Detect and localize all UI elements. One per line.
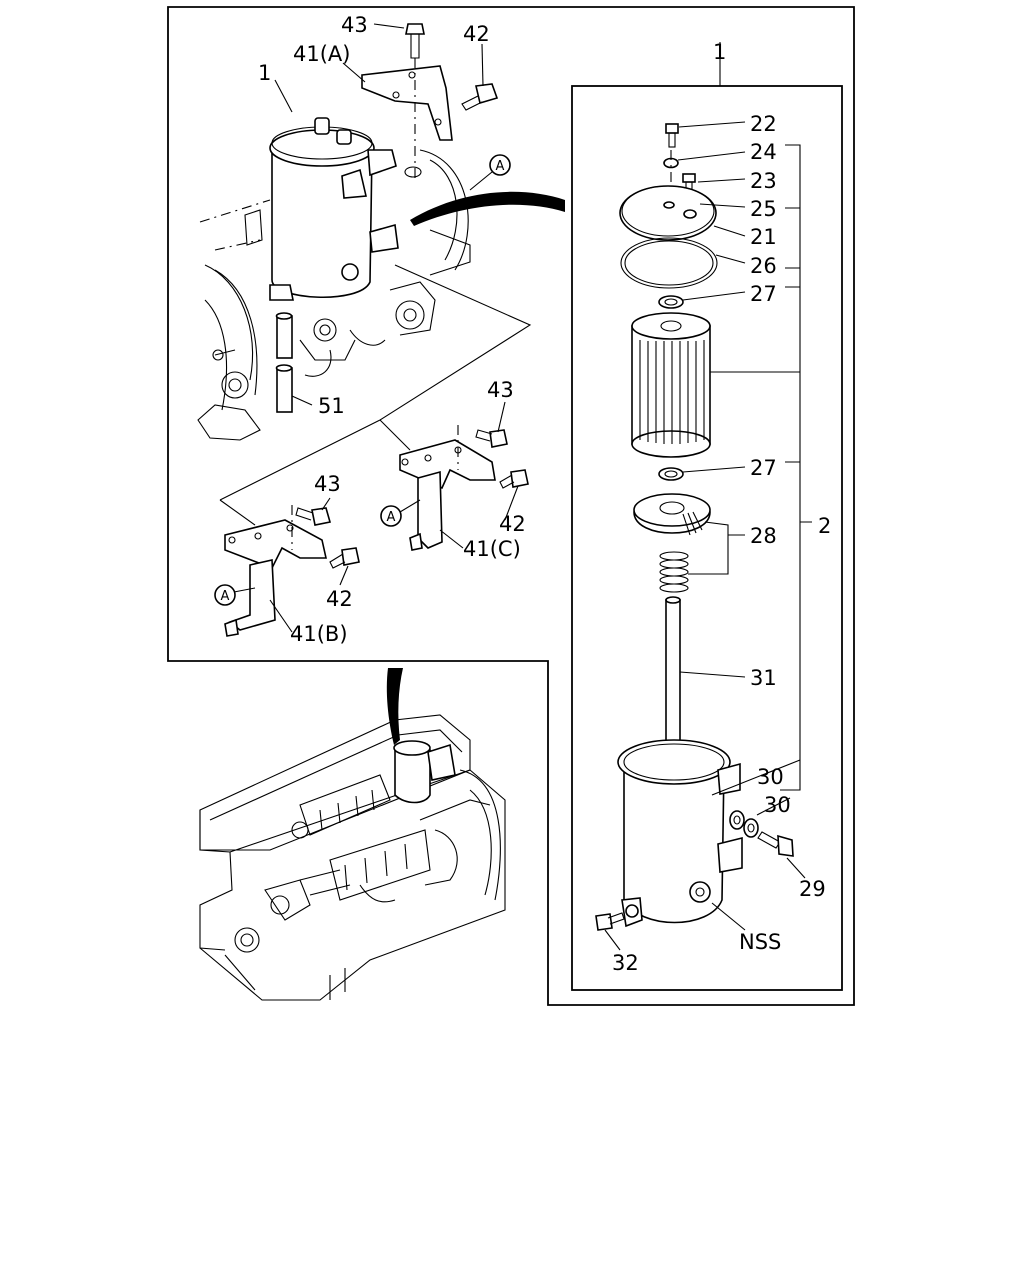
gasket-27-top xyxy=(658,295,684,309)
washer-30-a xyxy=(729,810,745,830)
label-22: 22 xyxy=(750,112,777,136)
gasket-27-bottom xyxy=(658,467,684,481)
bolt-43-top xyxy=(404,23,425,180)
bolt-43-b xyxy=(295,507,332,526)
engine-block-sketch xyxy=(197,149,471,441)
label-21: 21 xyxy=(750,225,777,249)
label-29: 29 xyxy=(799,877,826,901)
explode-line-3 xyxy=(219,499,256,526)
hose-51 xyxy=(275,312,293,413)
explode-line-1 xyxy=(379,264,532,421)
explode-line-2 xyxy=(219,419,381,501)
label-41a: 41(A) xyxy=(293,42,350,66)
bolt-43-c xyxy=(475,429,508,448)
washer-30-b xyxy=(743,818,759,838)
bracket-41c xyxy=(399,425,496,551)
bolt-29 xyxy=(757,831,794,857)
pointer-arrow-top xyxy=(410,191,565,226)
bolt-42-b xyxy=(329,547,360,569)
label-41c: 41(C) xyxy=(463,537,521,561)
bracket-41a xyxy=(361,65,453,141)
explode-line-4 xyxy=(379,419,411,451)
label-27-top: 27 xyxy=(750,282,777,306)
label-32: 32 xyxy=(612,951,639,975)
label-26: 26 xyxy=(750,254,777,278)
valve-cap-28 xyxy=(633,493,711,536)
mounted-filter-housing xyxy=(269,117,399,301)
center-tube-31 xyxy=(665,596,681,751)
bolt-42-top xyxy=(461,83,499,111)
label-nss: NSS xyxy=(739,930,781,954)
label-30-a: 30 xyxy=(757,765,784,789)
left-panel-frame xyxy=(167,6,855,1006)
label-28: 28 xyxy=(750,524,777,548)
bolt-22 xyxy=(665,123,679,148)
bracket-2 xyxy=(780,144,812,791)
label-25: 25 xyxy=(750,197,777,221)
label-42-c: 42 xyxy=(499,512,526,536)
label-43-b: 43 xyxy=(314,472,341,496)
label-42-b: 42 xyxy=(326,587,353,611)
label-24: 24 xyxy=(750,140,777,164)
filter-element xyxy=(631,312,711,458)
cover-21 xyxy=(619,185,717,241)
label-42-top: 42 xyxy=(463,22,490,46)
callout-a-41b: A xyxy=(214,584,256,606)
label-27-bottom: 27 xyxy=(750,456,777,480)
label-30-b: 30 xyxy=(764,793,791,817)
spring-28 xyxy=(659,551,689,593)
callout-a-41c: A xyxy=(380,499,421,527)
filter-case-nss xyxy=(617,739,743,928)
pointer-arrow-engine xyxy=(386,668,403,745)
right-leaders xyxy=(604,42,806,951)
label-51: 51 xyxy=(318,394,345,418)
label-2: 2 xyxy=(818,514,831,538)
svg-text:A: A xyxy=(221,589,230,604)
o-ring-26 xyxy=(620,237,718,289)
right-panel-frame xyxy=(571,85,843,991)
label-41b: 41(B) xyxy=(290,622,348,646)
svg-text:A: A xyxy=(387,510,396,525)
label-1-left: 1 xyxy=(258,61,271,85)
bolt-42-c xyxy=(499,469,529,489)
label-23: 23 xyxy=(750,169,777,193)
engine-overview xyxy=(199,714,506,1001)
callout-a-top: A xyxy=(469,154,511,191)
bracket-41b xyxy=(224,505,327,637)
bolt-32 xyxy=(595,912,625,931)
label-43-top: 43 xyxy=(341,13,368,37)
label-31: 31 xyxy=(750,666,777,690)
label-1-right: 1 xyxy=(713,40,726,64)
svg-text:A: A xyxy=(496,159,505,174)
left-leaders xyxy=(269,23,519,633)
label-43-c: 43 xyxy=(487,378,514,402)
